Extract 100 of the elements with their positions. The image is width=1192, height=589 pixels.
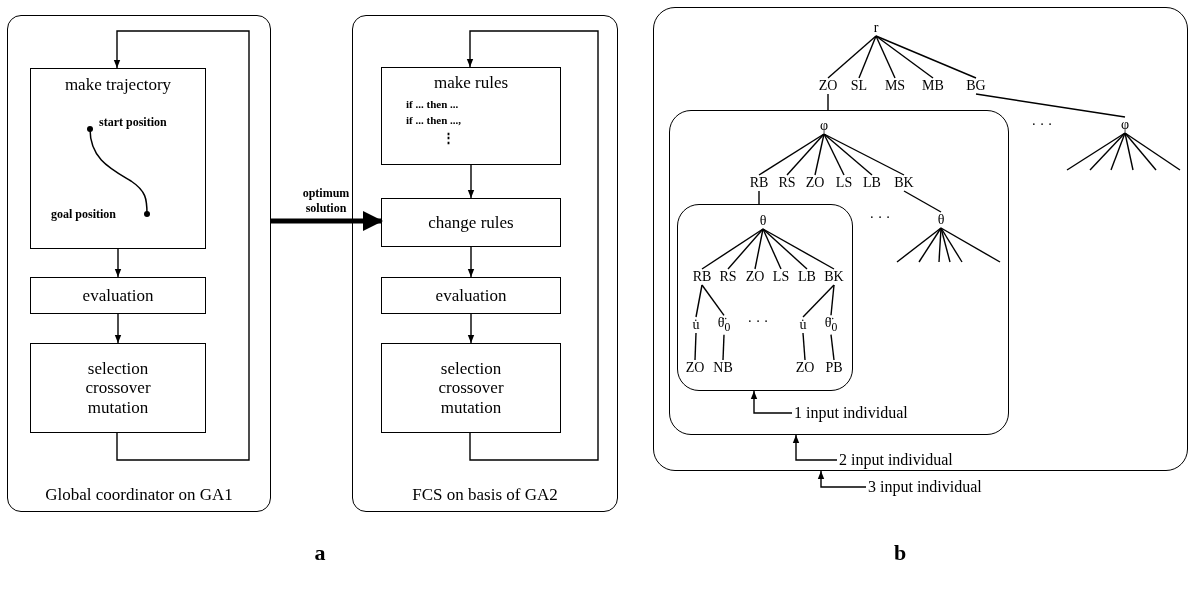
arrow [271,211,383,231]
tree-branch [875,35,896,79]
group-frame [677,204,853,391]
tree-branch [1089,132,1126,171]
ellipsis-text: · · · [869,210,891,226]
tree-branch [903,190,942,213]
tree-branch [896,227,942,263]
tree-label: PB [825,360,843,376]
tree-branch [1124,132,1134,171]
group-frame [653,7,1188,471]
tree-branch [940,227,1001,263]
tree-branch [918,227,942,263]
tree-label: θ̈$_{0}$ [824,315,838,335]
tree-label: φ [819,118,829,134]
arrow [467,164,475,199]
process-box [30,277,206,314]
tree-branch [823,133,905,176]
tree-label: ZO [745,269,765,285]
tree-branch [727,228,764,270]
tree-label: LB [863,175,881,191]
tree-branch [758,190,760,205]
arrow [113,30,250,461]
tree-label: φ [1120,117,1130,133]
box-label: selection crossover mutation [437,358,505,418]
panel-letter: a [314,540,326,566]
tree-branch [858,35,877,79]
annotation-text: 3 input individual [868,478,982,496]
tree-label: LB [798,269,816,285]
tree-label: LS [772,269,790,285]
tree-branch [938,227,942,263]
tree-label: ZO [818,78,838,94]
tree-branch [802,284,835,318]
tree-branch [823,133,873,176]
tree-label: ZO [795,360,815,376]
tree-branch [940,227,963,263]
tree-branch [758,133,825,176]
tree-label: MB [922,78,944,94]
arrow [114,313,122,344]
rule-text: if ... then ... [406,97,459,112]
process-box [381,343,561,433]
tree-label: θ̈$_{0}$ [717,315,731,335]
panel-frame [352,15,618,512]
tree-branch [827,35,877,79]
tree-branch [701,284,725,316]
tree-branch [762,228,782,270]
rule-text: ⋮ [442,128,455,147]
leader-arrow [817,470,867,488]
tree-label: BK [894,175,914,191]
panel-title: FCS on basis of GA2 [411,485,559,505]
process-box [30,68,206,249]
ellipsis-text: · · · [1031,117,1053,133]
tree-label: RB [749,175,769,191]
process-box [381,198,561,247]
tree-branch [830,284,835,316]
panel-letter: b [893,540,907,566]
edge-label: optimum solution [301,186,351,216]
box-label: selection crossover mutation [84,358,152,418]
tree-branch [830,334,835,361]
panel-title: Global coordinator on GA1 [44,485,234,505]
tree-label: RS [778,175,796,191]
tree-label: BG [966,78,986,94]
tree-branch [1124,132,1181,171]
arrow [467,246,475,278]
tree-label: RS [719,269,737,285]
tree-label: ZO [685,360,705,376]
tree-branch [762,228,808,270]
tree-branch [695,284,703,318]
tree-branch [722,334,725,361]
tree-branch [875,35,934,79]
point-label: start position [99,115,167,130]
tree-branch [762,228,835,270]
tree-label: LS [835,175,853,191]
leader-arrow [750,390,793,414]
annotation-text: 1 input individual [794,404,908,422]
leader-arrow [792,434,838,461]
tree-branch [694,332,697,361]
arrow [114,248,122,278]
tree-label: BK [824,269,844,285]
tree-branch [827,93,829,111]
point-label: goal position [51,207,116,222]
tree-branch [701,228,764,270]
tree-branch [1110,132,1126,171]
tree-branch [975,93,1126,118]
box-label: make rules [432,73,510,93]
tree-branch [940,227,951,263]
tree-label: MS [884,78,906,94]
rule-text: if ... then ..., [406,112,461,128]
tree-label: SL [850,78,868,94]
annotation-text: 2 input individual [839,451,953,469]
tree-label: RB [692,269,712,285]
tree-label: θ [937,212,945,228]
arrow [467,313,475,344]
panel-frame [7,15,271,512]
tree-label: NB [713,360,733,376]
tree-branch [802,332,806,361]
tree-label: u̇ [799,317,807,333]
tree-branch [875,35,977,79]
process-box [381,67,561,165]
process-box [30,343,206,433]
tree-branch [1066,132,1126,171]
